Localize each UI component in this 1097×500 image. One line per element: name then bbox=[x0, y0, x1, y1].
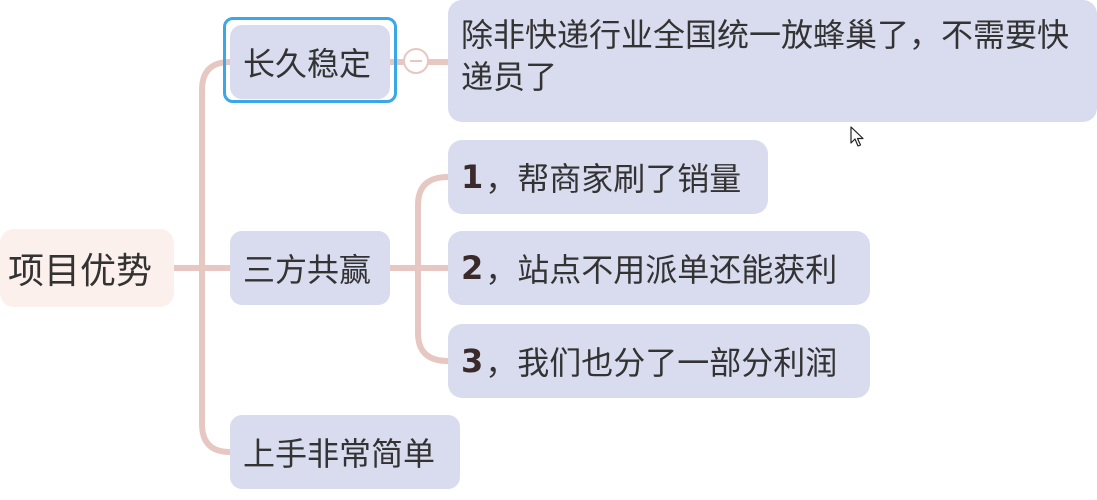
leaf-node-merchant-sales[interactable]: 1 ，帮商家刷了销量 bbox=[448, 140, 768, 214]
leaf-node-label: ，帮商家刷了销量 bbox=[485, 160, 742, 198]
branch-node-label: 上手非常简单 bbox=[243, 435, 436, 473]
leaf-node-label: ，我们也分了一部分利润 bbox=[485, 344, 838, 382]
connector-trunk bbox=[199, 59, 233, 455]
leaf-node-label: ，站点不用派单还能获利 bbox=[485, 251, 838, 289]
minus-circle-icon[interactable] bbox=[403, 48, 429, 74]
root-node-project-advantages[interactable]: 项目优势 bbox=[0, 229, 174, 307]
leaf-node-label: 除非快递行业全国统一放蜂巢了，不需要快递员了 bbox=[461, 16, 1070, 96]
leaf-node-station-profit[interactable]: 2 ，站点不用派单还能获利 bbox=[448, 231, 870, 305]
leaf-node-courier-note[interactable]: 除非快递行业全国统一放蜂巢了，不需要快递员了 bbox=[448, 0, 1097, 122]
branch-node-win-win[interactable]: 三方共赢 bbox=[230, 231, 390, 305]
branch-node-label: 长久稳定 bbox=[243, 45, 372, 83]
leaf-node-our-share[interactable]: 3 ，我们也分了一部分利润 bbox=[448, 324, 870, 398]
leaf-node-number: 1 bbox=[461, 158, 484, 196]
mouse-pointer-icon bbox=[850, 126, 864, 147]
leaf-node-number: 3 bbox=[461, 342, 484, 380]
leaf-node-number: 2 bbox=[461, 249, 484, 287]
branch-node-label: 三方共赢 bbox=[243, 251, 372, 289]
root-node-label: 项目优势 bbox=[8, 251, 153, 292]
branch-node-long-term-stable[interactable]: 长久稳定 bbox=[230, 25, 390, 99]
branch-node-easy-to-start[interactable]: 上手非常简单 bbox=[230, 415, 460, 489]
selection-frame bbox=[223, 17, 397, 103]
